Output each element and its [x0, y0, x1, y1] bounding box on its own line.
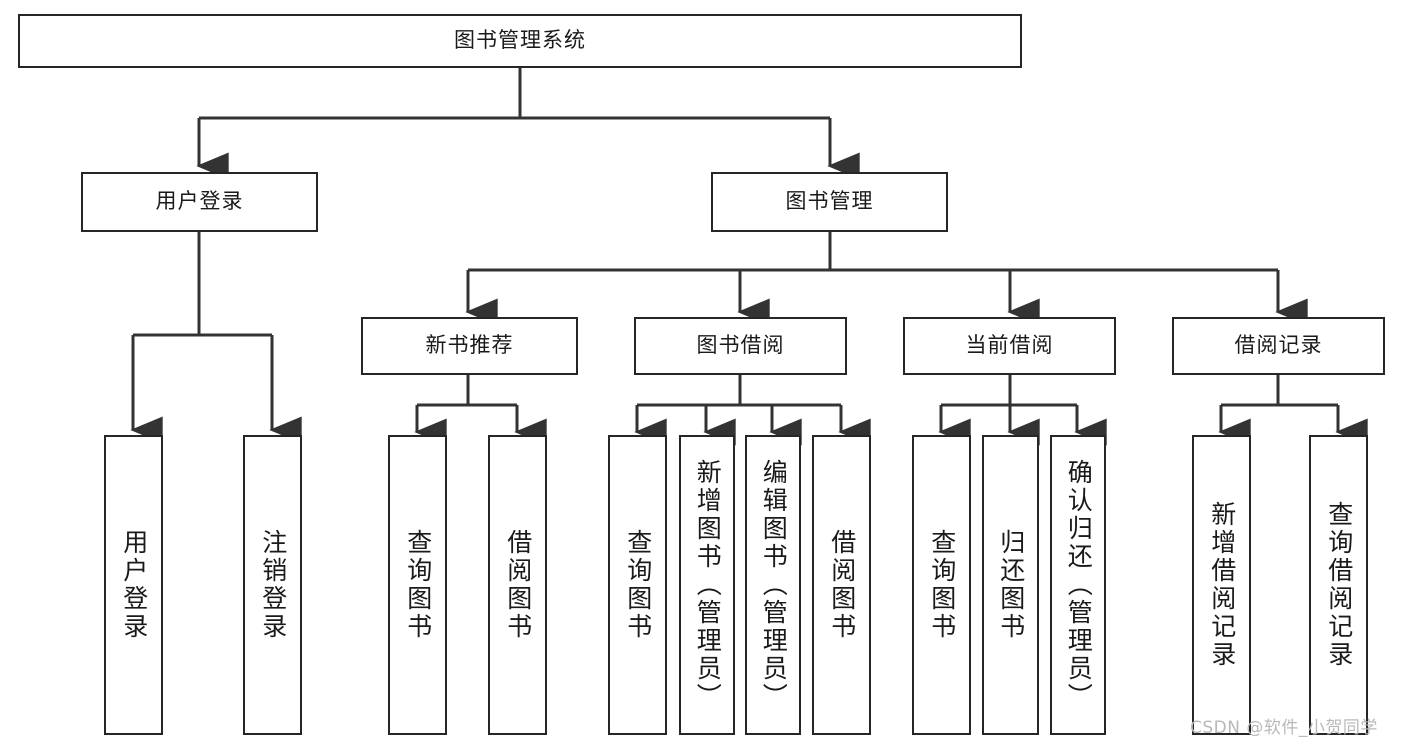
- node-leaf-add-borrow-record[interactable]: 新增借阅记录: [1192, 435, 1251, 735]
- node-leaf-query-book-2[interactable]: 查询图书: [608, 435, 667, 735]
- node-leaf-borrow-book-2[interactable]: 借阅图书: [812, 435, 871, 735]
- node-leaf-confirm-return-admin[interactable]: 确认归还（管理员）: [1050, 435, 1106, 735]
- node-borrow-record[interactable]: 借阅记录: [1172, 317, 1385, 375]
- node-book-borrow[interactable]: 图书借阅: [634, 317, 847, 375]
- node-leaf-user-login[interactable]: 用户登录: [104, 435, 163, 735]
- node-leaf-edit-book-admin[interactable]: 编辑图书（管理员）: [745, 435, 801, 735]
- node-leaf-borrow-book-1[interactable]: 借阅图书: [488, 435, 547, 735]
- node-current-borrow-label: 当前借阅: [965, 333, 1054, 358]
- node-new-book-recommend[interactable]: 新书推荐: [361, 317, 578, 375]
- node-leaf-return-book[interactable]: 归还图书: [982, 435, 1039, 735]
- node-leaf-query-book-1[interactable]: 查询图书: [388, 435, 447, 735]
- node-new-book-recommend-label: 新书推荐: [425, 333, 514, 358]
- node-leaf-add-borrow-record-label: 新增借阅记录: [1207, 501, 1237, 669]
- node-root[interactable]: 图书管理系统: [18, 14, 1022, 68]
- node-user-login[interactable]: 用户登录: [81, 172, 318, 232]
- node-current-borrow[interactable]: 当前借阅: [903, 317, 1116, 375]
- node-leaf-query-borrow-record-label: 查询借阅记录: [1324, 501, 1354, 669]
- node-leaf-add-book-admin-label: 新增图书（管理员）: [693, 459, 723, 711]
- node-leaf-logout[interactable]: 注销登录: [243, 435, 302, 735]
- node-leaf-borrow-book-1-label: 借阅图书: [503, 529, 533, 641]
- node-leaf-query-book-3-label: 查询图书: [927, 529, 957, 641]
- node-book-manage[interactable]: 图书管理: [711, 172, 948, 232]
- node-leaf-query-book-3[interactable]: 查询图书: [912, 435, 971, 735]
- node-user-login-label: 用户登录: [155, 189, 244, 214]
- csdn-watermark: CSDN @软件_小贺同学: [1190, 718, 1378, 738]
- node-leaf-query-book-1-label: 查询图书: [403, 529, 433, 641]
- node-leaf-logout-label: 注销登录: [258, 529, 288, 641]
- node-leaf-add-book-admin[interactable]: 新增图书（管理员）: [679, 435, 735, 735]
- node-leaf-return-book-label: 归还图书: [996, 529, 1026, 641]
- node-root-label: 图书管理系统: [454, 28, 586, 53]
- node-leaf-edit-book-admin-label: 编辑图书（管理员）: [759, 459, 789, 711]
- node-leaf-query-book-2-label: 查询图书: [623, 529, 653, 641]
- node-leaf-confirm-return-admin-label: 确认归还（管理员）: [1064, 459, 1094, 711]
- node-leaf-query-borrow-record[interactable]: 查询借阅记录: [1309, 435, 1368, 735]
- node-book-manage-label: 图书管理: [785, 189, 874, 214]
- node-leaf-borrow-book-2-label: 借阅图书: [827, 529, 857, 641]
- node-book-borrow-label: 图书借阅: [696, 333, 785, 358]
- node-borrow-record-label: 借阅记录: [1234, 333, 1323, 358]
- node-leaf-user-login-label: 用户登录: [119, 529, 149, 641]
